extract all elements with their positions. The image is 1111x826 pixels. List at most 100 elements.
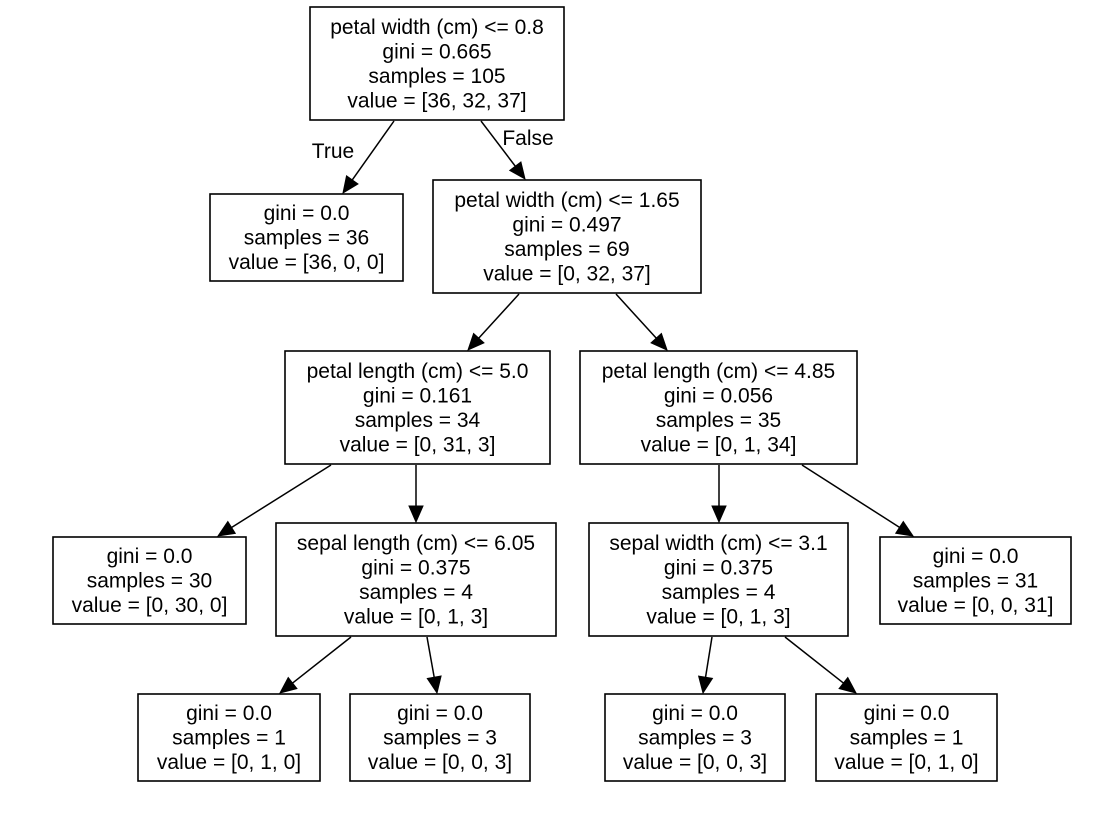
node-text-line: petal length (cm) <= 4.85 [602, 360, 835, 383]
node-box [309, 6, 565, 121]
node-text-line: value = [0, 1, 0] [157, 751, 301, 774]
edge-line [292, 636, 352, 684]
node-text-line: samples = 3 [383, 727, 497, 750]
node-box [275, 522, 557, 637]
arrowhead [711, 505, 727, 524]
node-text-line: value = [0, 1, 34] [641, 433, 797, 456]
edge-line [480, 120, 516, 167]
node-text-line: value = [0, 31, 3] [340, 433, 496, 456]
arrowhead [467, 332, 485, 351]
node-text-line: gini = 0.0 [652, 702, 738, 725]
node-text-line: samples = 36 [244, 227, 370, 250]
tree-edge-n4-n7 [711, 465, 727, 524]
node-text-line: samples = 3 [638, 727, 752, 750]
edge-line [704, 636, 713, 678]
node-box [349, 693, 531, 782]
node-text-line: gini = 0.0 [186, 702, 272, 725]
edge-label: True [312, 140, 354, 163]
node-text-line: gini = 0.497 [512, 213, 621, 236]
node-box [284, 350, 551, 465]
node-text-line: value = [0, 1, 3] [344, 605, 488, 628]
arrowhead [342, 175, 359, 195]
node-text-line: samples = 34 [355, 409, 481, 432]
tree-edge-n2-n4 [615, 293, 668, 351]
node-box [209, 193, 404, 282]
node-text-line: samples = 35 [656, 409, 782, 432]
node-text-line: gini = 0.0 [107, 545, 193, 568]
node-box [432, 179, 702, 294]
arrowhead [697, 675, 714, 695]
node-text-line: gini = 0.0 [397, 702, 483, 725]
node-box [815, 693, 998, 782]
arrowhead [216, 520, 237, 537]
node-text-line: petal width (cm) <= 0.8 [330, 16, 544, 39]
tree-edge-n3-n5 [216, 464, 332, 537]
edge-line [478, 293, 520, 339]
edge-label: False [502, 127, 553, 150]
node-text-line: petal width (cm) <= 1.65 [454, 189, 679, 212]
tree-edge-n7-n11 [697, 636, 714, 695]
node-text-line: gini = 0.0 [933, 545, 1019, 568]
node-text-line: samples = 1 [850, 727, 964, 750]
arrowhead [650, 332, 668, 351]
node-box [879, 536, 1072, 625]
edge-line [801, 464, 900, 529]
arrowhead [408, 505, 424, 524]
edge-line [615, 293, 657, 339]
tree-edge-n6-n10 [426, 636, 442, 695]
arrowhead [426, 675, 442, 695]
arrowhead [838, 676, 857, 694]
tree-edge-n7-n12 [784, 636, 857, 694]
node-text-line: value = [0, 1, 0] [834, 751, 978, 774]
node-text-line: sepal length (cm) <= 6.05 [297, 532, 535, 555]
node-box [604, 693, 786, 782]
node-box [137, 693, 321, 782]
node-text-line: gini = 0.665 [382, 40, 491, 63]
node-text-line: value = [0, 32, 37] [483, 262, 651, 285]
node-text-line: samples = 31 [913, 570, 1039, 593]
tree-edge-n0-n2: False [480, 120, 554, 180]
tree-edge-n6-n9 [279, 636, 352, 694]
node-text-line: value = [36, 0, 0] [229, 251, 385, 274]
node-text-line: gini = 0.161 [363, 384, 472, 407]
node-text-line: value = [0, 0, 3] [368, 751, 512, 774]
tree-edge-n2-n3 [467, 293, 520, 351]
node-text-line: samples = 30 [87, 570, 213, 593]
tree-edge-n0-n1: True [312, 120, 395, 195]
tree-edge-n4-n8 [801, 464, 915, 537]
node-text-line: value = [0, 1, 3] [646, 605, 790, 628]
arrowhead [279, 676, 298, 694]
node-box [579, 350, 858, 465]
node-text-line: petal length (cm) <= 5.0 [307, 360, 529, 383]
node-text-line: gini = 0.0 [264, 202, 350, 225]
node-text-line: value = [0, 0, 31] [898, 594, 1054, 617]
node-text-line: sepal width (cm) <= 3.1 [609, 532, 827, 555]
node-text-line: gini = 0.056 [664, 384, 773, 407]
node-text-line: samples = 105 [368, 65, 505, 88]
edge-line [784, 636, 844, 684]
node-text-line: gini = 0.375 [664, 556, 773, 579]
tree-edge-n3-n6 [408, 465, 424, 524]
edge-line [426, 636, 435, 678]
node-text-line: samples = 4 [359, 581, 473, 604]
node-text-line: samples = 4 [662, 581, 776, 604]
node-text-line: samples = 1 [172, 727, 286, 750]
node-text-line: gini = 0.0 [864, 702, 950, 725]
edge-line [231, 464, 332, 529]
arrowhead [894, 520, 915, 537]
node-text-line: value = [0, 0, 3] [623, 751, 767, 774]
arrowhead [508, 161, 526, 180]
node-text-line: value = [36, 32, 37] [347, 89, 526, 112]
